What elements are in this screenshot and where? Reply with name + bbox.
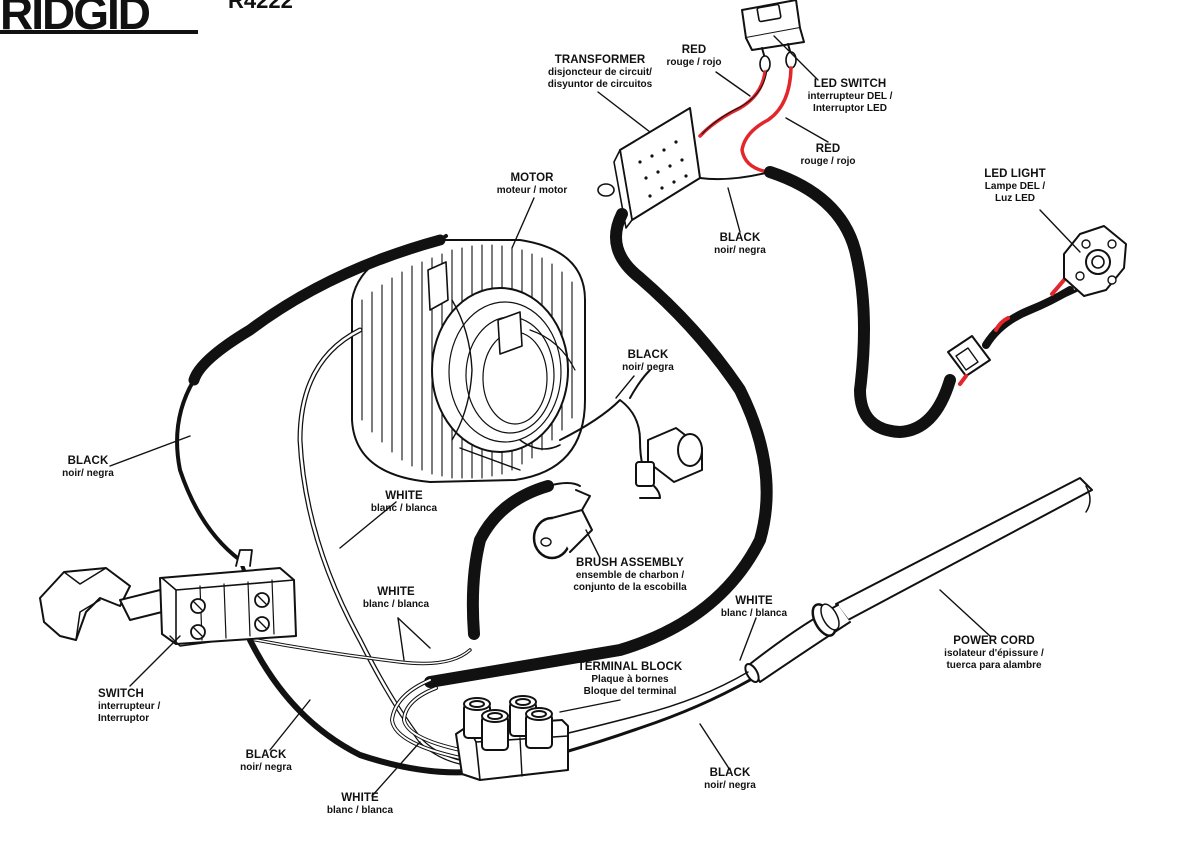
terminal-block <box>455 695 569 781</box>
logo-underline <box>0 30 198 34</box>
brush-black-cable <box>466 480 554 640</box>
switch-black-wire-bottom <box>247 637 473 776</box>
label-black-brush: BLACK noir/ negra <box>622 349 674 374</box>
label-black-transformer: BLACK noir/ negra <box>714 232 766 257</box>
label-black-bottom-right: BLACK noir/ negra <box>704 767 756 792</box>
transformer-black-cable <box>424 208 773 688</box>
led-light <box>1063 225 1127 297</box>
label-white-bottom: WHITE blanc / blanca <box>326 792 394 817</box>
motor <box>351 239 586 483</box>
label-terminal-block: TERMINAL BLOCK Plaque à bornes Bloque de… <box>577 661 683 697</box>
label-white-mid: WHITE blanc / blanca <box>362 586 430 611</box>
label-power-cord: POWER CORD isolateur d'épissure / tuerca… <box>944 635 1044 671</box>
led-thick-cable <box>764 166 956 438</box>
label-black-left: BLACK noir/ negra <box>62 455 114 480</box>
motor-black-cable <box>188 234 446 386</box>
led-switch <box>741 0 805 73</box>
label-white-motor: WHITE blanc / blanca <box>370 490 438 515</box>
label-transformer: TRANSFORMER disjoncteur de circuit/ disy… <box>547 54 653 90</box>
label-white-cord: WHITE blanc / blanca <box>720 595 788 620</box>
trigger-switch <box>39 549 297 647</box>
model-number: R4222 <box>228 0 293 13</box>
label-black-bottom-left: BLACK noir/ negra <box>240 749 292 774</box>
brush-holder-lower <box>532 489 593 560</box>
label-led-light: LED LIGHT Lampe DEL / Luz LED <box>984 168 1046 204</box>
brush-holder-upper <box>635 427 703 499</box>
label-motor: MOTOR moteur / motor <box>496 172 568 197</box>
label-red-top: RED rouge / rojo <box>666 44 722 69</box>
label-red-mid: RED rouge / rojo <box>800 143 856 168</box>
leader-lines <box>109 35 1081 797</box>
red-wire-switch-to-led <box>740 66 793 174</box>
label-brush-assembly: BRUSH ASSEMBLY ensemble de charbon / con… <box>573 557 687 593</box>
led-connector <box>947 335 991 386</box>
label-led-switch: LED SWITCH interrupteur DEL / Interrupto… <box>807 78 893 114</box>
cord-black-wire <box>563 678 752 754</box>
power-cord <box>744 477 1093 684</box>
cord-white-wire <box>559 671 749 736</box>
transformer <box>597 107 701 229</box>
label-switch: SWITCH interrupteur / Interruptor <box>98 688 161 724</box>
